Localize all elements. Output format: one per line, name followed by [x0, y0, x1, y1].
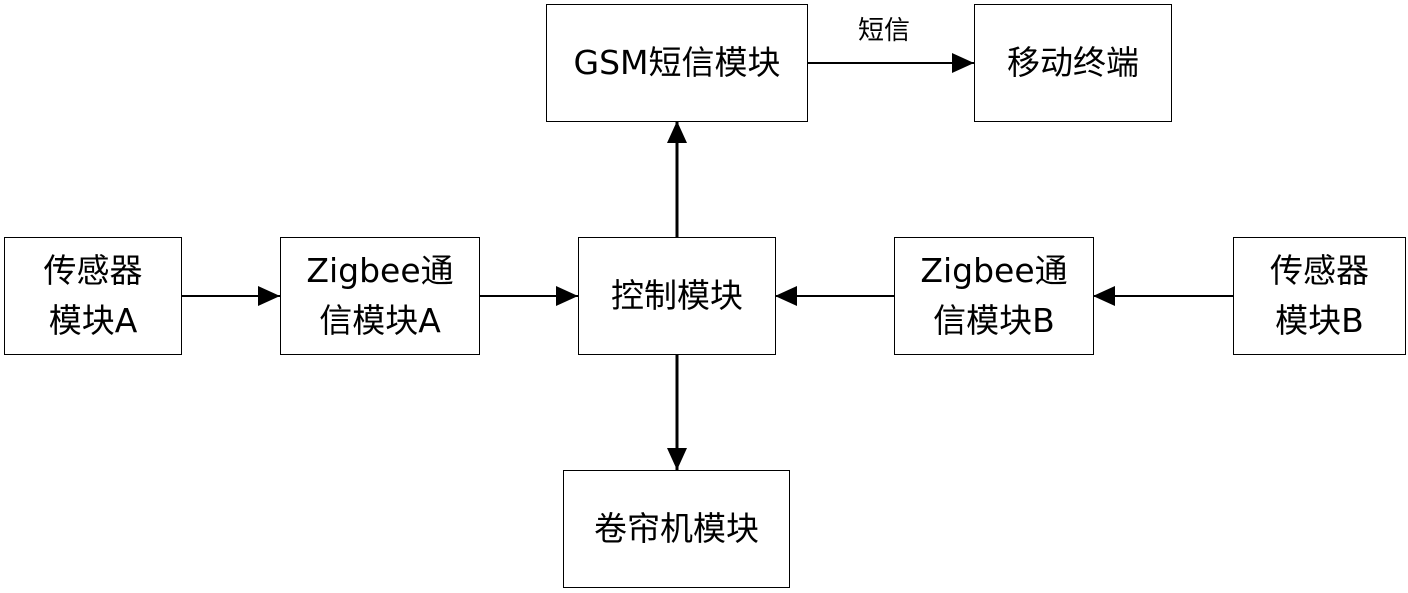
node-label-line-1: 传感器	[43, 251, 143, 290]
node-label-line-2: 信模块B	[933, 301, 1055, 340]
node-zigbee-module-b: Zigbee通 信模块B	[894, 237, 1094, 355]
edge-label-sms: 短信	[858, 16, 911, 46]
node-label: 卷帘机模块	[594, 509, 759, 548]
node-roller-shutter-module: 卷帘机模块	[563, 470, 790, 588]
node-sensor-module-b: 传感器 模块B	[1233, 237, 1406, 355]
node-label-line-2: 信模块A	[319, 301, 441, 340]
node-label: 控制模块	[611, 276, 743, 315]
node-control-module: 控制模块	[578, 237, 776, 355]
node-label: 移动终端	[1007, 43, 1139, 82]
node-zigbee-module-a: Zigbee通 信模块A	[280, 237, 480, 355]
node-gsm-sms-module: GSM短信模块	[546, 4, 808, 122]
node-label-line-1: 传感器	[1270, 251, 1369, 290]
node-label: GSM短信模块	[573, 43, 781, 82]
node-label-line-1: Zigbee通	[306, 251, 454, 290]
node-label-line-2: 模块A	[48, 301, 138, 340]
node-sensor-module-a: 传感器 模块A	[4, 237, 182, 355]
node-label-line-1: Zigbee通	[920, 251, 1068, 290]
node-label-line-2: 模块B	[1275, 301, 1364, 340]
node-mobile-terminal: 移动终端	[974, 4, 1172, 122]
